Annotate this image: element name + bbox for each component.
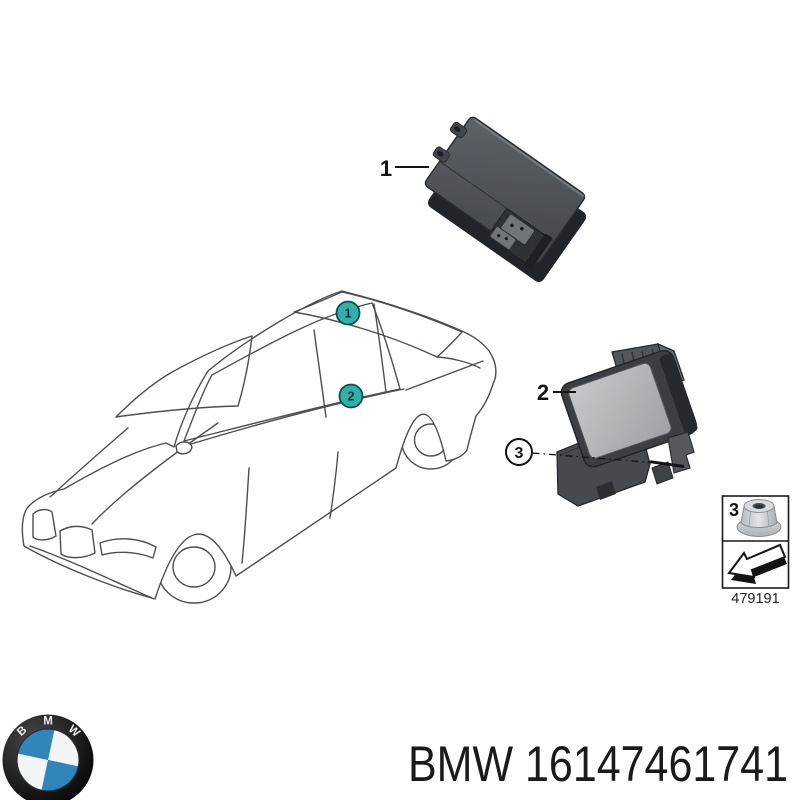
logo-quadrant (48, 729, 79, 767)
threaded-stud (649, 460, 685, 468)
logo-quadrant (41, 760, 79, 791)
rear-door-seam (329, 451, 339, 519)
beltline (177, 388, 405, 449)
flange-nut-illustration (736, 499, 782, 537)
rear-window (293, 291, 463, 358)
fork-tab (667, 431, 695, 474)
footer-part-number: BMW 16147461741 (408, 736, 788, 792)
part-1-label: 1 (380, 156, 392, 181)
module-2-face-panel (568, 362, 672, 459)
module-1-connector (487, 208, 553, 269)
hardware-box-number: 479191 (731, 591, 779, 607)
mounting-tab (432, 121, 468, 163)
bumper-crease (29, 545, 153, 599)
module-2-illustration: 2 3 (505, 342, 698, 507)
logo-quadrant (17, 753, 48, 791)
hood-crease (49, 427, 129, 498)
car-illustration: 1 2 (21, 290, 497, 604)
callout-2-number: 2 (348, 390, 355, 404)
hardware-box: 3 479191 (721, 495, 790, 607)
c-pillar (373, 303, 387, 393)
rear-shoulder-line (405, 360, 484, 391)
callout-2-badge: 2 (338, 383, 364, 409)
module-1-illustration: 1 (380, 116, 587, 282)
side-windows (183, 302, 401, 442)
callout-3-number: 3 (515, 445, 524, 462)
callout-1-badge: 1 (335, 300, 361, 326)
trunk-line (436, 356, 481, 369)
callout-3-circle (505, 438, 533, 466)
logo-quadrant (17, 729, 55, 760)
front-door-seam (241, 467, 250, 564)
headlight (99, 538, 157, 559)
callout-1-number: 1 (345, 307, 352, 321)
kidney-grille (32, 508, 96, 559)
callout-2-circle (338, 383, 364, 409)
car-body-outline (21, 290, 497, 600)
hood-crease (91, 422, 219, 525)
bmw-logo-icon: B M W (2, 714, 94, 800)
windshield (115, 335, 253, 418)
part-2-label: 2 (537, 380, 549, 405)
logo-letter-m: M (43, 716, 53, 728)
hardware-box-callout: 3 (729, 500, 739, 520)
leader-line-part-3 (532, 452, 653, 464)
direction-arrow-icon (727, 543, 787, 584)
callout-3-badge: 3 (505, 438, 533, 466)
bracket-clip (596, 481, 616, 500)
callout-1-circle (335, 300, 361, 326)
b-pillar (313, 329, 327, 418)
side-mirror (175, 441, 193, 455)
